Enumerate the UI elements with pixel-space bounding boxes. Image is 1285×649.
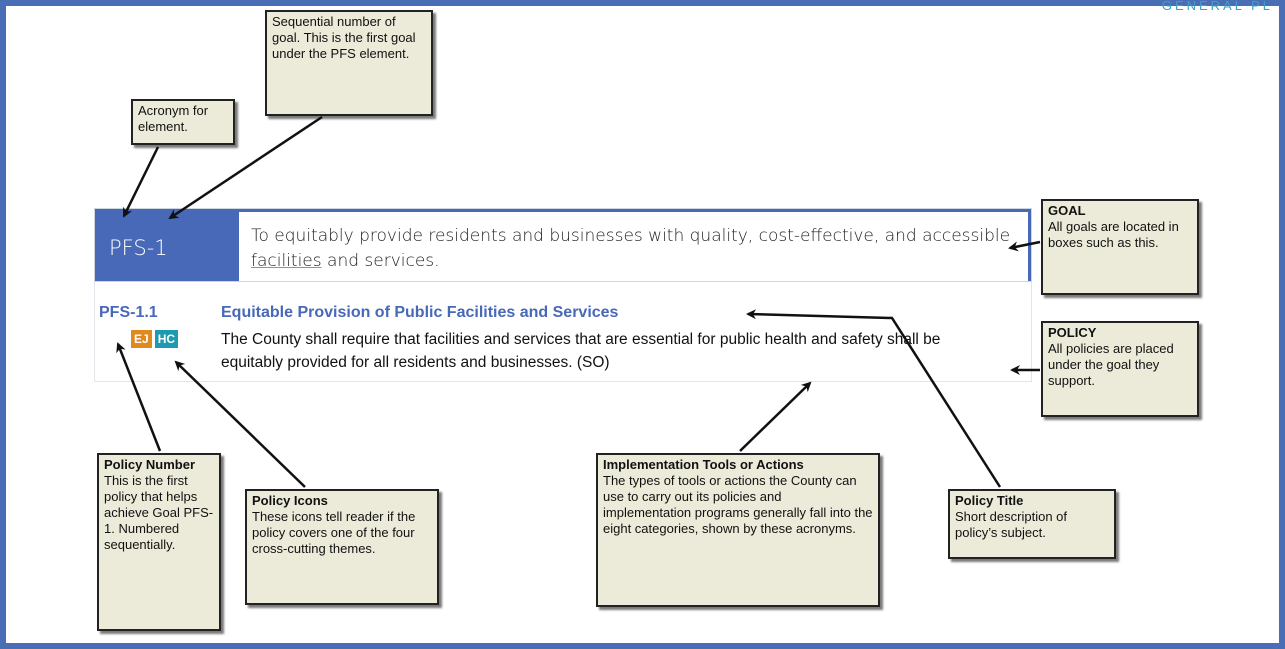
callout-goal-body: All goals are located in boxes such as t… <box>1048 219 1179 250</box>
goal-text-before: To equitably provide residents and busin… <box>251 226 1011 246</box>
callout-policy-icons-head: Policy Icons <box>252 493 328 508</box>
callout-policy-icons: Policy Icons These icons tell reader if … <box>245 489 439 605</box>
goal-text-after: and services. <box>321 251 440 271</box>
goal-text-underlined: facilities <box>251 251 322 271</box>
callout-policy-number: Policy Number This is the first policy t… <box>97 453 221 631</box>
policy-icons: EJ HC <box>131 330 179 348</box>
callout-implementation: Implementation Tools or Actions The type… <box>596 453 880 607</box>
goal-text: To equitably provide residents and busin… <box>239 209 1031 281</box>
callout-policy-body: All policies are placed under the goal t… <box>1048 341 1174 388</box>
callout-sequential: Sequential number of goal. This is the f… <box>265 10 433 116</box>
callout-policy-title: Policy Title Short description of policy… <box>948 489 1116 559</box>
ej-badge: EJ <box>131 330 152 348</box>
callout-policy-head: POLICY <box>1048 325 1097 340</box>
hc-badge: HC <box>154 330 179 348</box>
callout-implementation-head: Implementation Tools or Actions <box>603 457 804 472</box>
callout-acronym-body: Acronym for element. <box>138 103 209 134</box>
callout-policy-number-body: This is the first policy that helps achi… <box>104 473 214 552</box>
goal-id: PFS-1 <box>95 209 239 281</box>
callout-policy: POLICY All policies are placed under the… <box>1041 321 1199 417</box>
callout-policy-icons-body: These icons tell reader if the policy co… <box>252 509 416 556</box>
callout-policy-title-head: Policy Title <box>955 493 1024 508</box>
callout-policy-number-head: Policy Number <box>104 457 196 472</box>
policy-title: Equitable Provision of Public Facilities… <box>221 304 619 321</box>
header-tag: GENERAL PL <box>1161 0 1273 13</box>
callout-sequential-body: Sequential number of goal. This is the f… <box>272 14 416 61</box>
policy-number: PFS-1.1 <box>99 304 158 321</box>
policy-block: PFS-1.1 EJ HC Equitable Provision of Pub… <box>94 282 1032 382</box>
policy-body: The County shall require that facilities… <box>221 331 941 371</box>
callout-goal: GOAL All goals are located in boxes such… <box>1041 199 1199 295</box>
goal-box: PFS-1 To equitably provide residents and… <box>94 208 1032 282</box>
callout-acronym: Acronym for element. <box>131 99 235 145</box>
callout-policy-title-body: Short description of policy’s subject. <box>955 509 1068 540</box>
callout-implementation-body: The types of tools or actions the County… <box>603 473 873 536</box>
callout-goal-head: GOAL <box>1048 203 1086 218</box>
